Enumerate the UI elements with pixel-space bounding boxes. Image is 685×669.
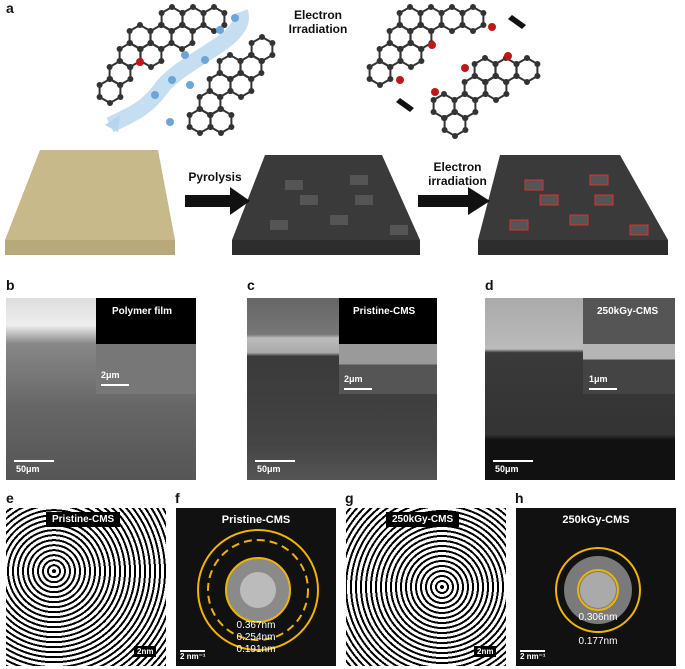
panel-label-f: f [175, 490, 180, 506]
sem-image-d: 250kGy-CMS 1μm 50μm [485, 298, 675, 480]
fft-image-f: Pristine-CMS 0.367nm 0.254nm 0.191nm 2 n… [176, 508, 336, 666]
hrtem-image-e: Pristine-CMS 2nm [6, 508, 166, 666]
title-g: 250kGy-CMS [386, 512, 460, 527]
scale-f: 2 nm⁻¹ [180, 652, 206, 661]
scale-h: 2 nm⁻¹ [520, 652, 546, 661]
panel-label-a: a [6, 0, 14, 16]
inset-scale-c: 2μm [344, 374, 363, 384]
slab-row [5, 150, 668, 255]
slab-label-pristine: Pristine CMS [292, 256, 360, 268]
inset-scale-b: 2μm [101, 370, 120, 380]
scale-g: 2nm [474, 646, 497, 657]
ring-f-3: 0.191nm [236, 644, 276, 655]
electron-irradiation-label: Electron Irradiation [288, 8, 348, 36]
molecular-structure-right [365, 3, 542, 140]
panel-label-d: d [485, 277, 494, 293]
scale-b: 50μm [16, 464, 40, 474]
title-e: Pristine-CMS [46, 512, 121, 527]
fft-image-h: 250kGy-CMS 0.306nm 0.177nm 2 nm⁻¹ [516, 508, 676, 666]
scale-e: 2nm [134, 646, 157, 657]
hrtem-image-g: 250kGy-CMS 2nm [346, 508, 506, 666]
title-c: Pristine-CMS [347, 304, 422, 319]
ring-f-2: 0.254nm [236, 632, 276, 643]
title-d: 250kGy-CMS [597, 306, 659, 317]
panel-label-e: e [6, 490, 14, 506]
title-b: Polymer film [106, 304, 179, 319]
slab-label-precursor: Polymeric precursor [36, 256, 144, 268]
panel-label-c: c [247, 277, 255, 293]
sem-image-c: Pristine-CMS 2μm 50μm [247, 298, 437, 480]
panel-label-b: b [6, 277, 15, 293]
panel-label-h: h [515, 490, 524, 506]
electron-irradiation-lower-label: Electron irradiation [428, 160, 487, 188]
scale-c: 50μm [257, 464, 281, 474]
title-f: Pristine-CMS [221, 514, 291, 526]
ring-h-2: 0.177nm [578, 636, 618, 647]
molecular-structure-left [95, 3, 277, 137]
panel-label-g: g [345, 490, 354, 506]
pyrolysis-label: Pyrolysis [188, 170, 242, 184]
scale-d: 50μm [495, 464, 519, 474]
ring-f-1: 0.367nm [236, 620, 276, 631]
slab-label-irradiated: Electron irradiated CMS [510, 256, 636, 268]
sem-image-b: Polymer film 2μm 50μm [6, 298, 196, 480]
ring-h-1: 0.306nm [578, 612, 618, 623]
inset-scale-d: 1μm [589, 374, 608, 384]
title-h: 250kGy-CMS [562, 514, 630, 526]
